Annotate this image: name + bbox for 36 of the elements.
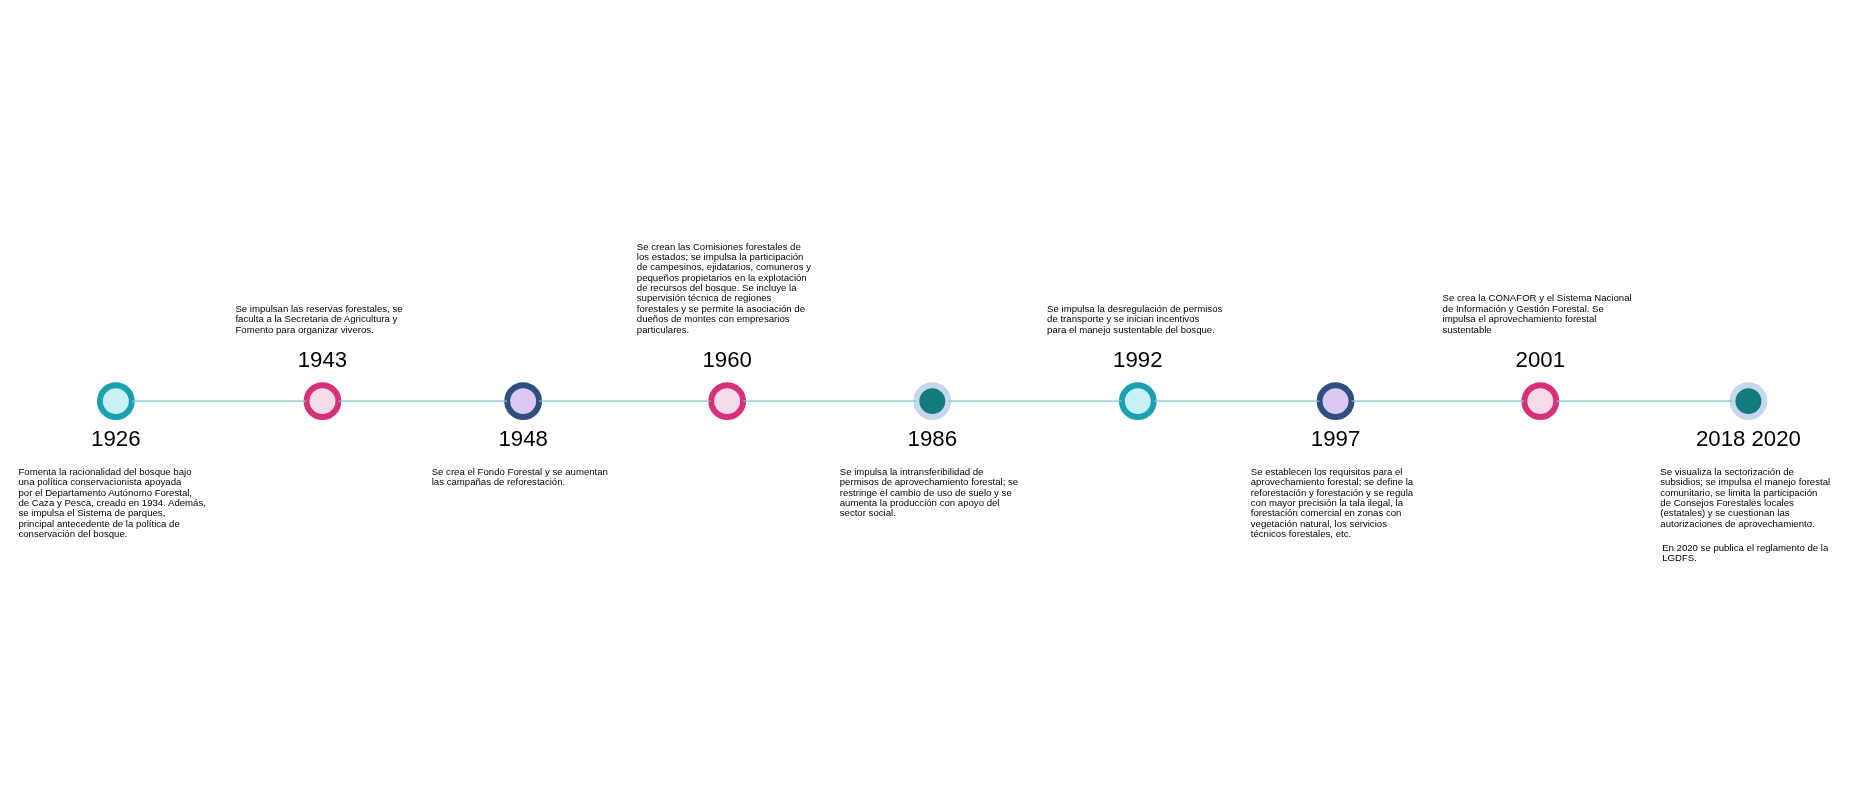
node-label: 1943 [297, 346, 348, 372]
node-label: 1997 [1310, 425, 1361, 451]
connector [1351, 400, 1525, 402]
connector [1555, 400, 1734, 402]
node-circle [913, 381, 952, 420]
node-label: 1926 [91, 425, 141, 451]
node-circle [303, 381, 342, 420]
node-circle [1316, 381, 1355, 420]
node-label: Se impulsa la intransferibilidad de permisos de aprovechamiento forestal; se restringe el cambio de uso de suelo y se aumenta la producción con apoyo del sector social. [839, 465, 1019, 518]
connector [538, 400, 712, 402]
node-label: Se impulsa la desregulación de permisos de transporte y se inician incentivos para el manejo sustentable del bosque. [1047, 302, 1223, 335]
node-label: 2001 [1515, 346, 1566, 372]
node-label: Fomenta la racionalidad del bosque bajo una política conservacionista apoyada por el Departamento Autónomo Forestal, de Caza y Pesca, creado en 1934. Además, se impulsa el Sistema de parques, principal antecedente de la política de conservación del bosque. [18, 465, 206, 539]
connector [131, 400, 307, 402]
node-label: 2018 2020 [1695, 425, 1801, 451]
node-circle [1521, 381, 1560, 420]
node-circle [1118, 381, 1157, 420]
node-label: 1992 [1113, 346, 1163, 372]
node-circle [504, 381, 543, 420]
connector [337, 400, 508, 402]
connector [947, 400, 1123, 402]
node-label: Se impulsan las reservas forestales, se faculta a la Secretaria de Agricultura y Fomento para organizar viveros. [235, 302, 403, 335]
node-label: Se visualiza la sectorización de subsidios; se impulsa el manejo forestal comunitario, se limita la participación de Consejos Forestales locales (estatales) y se cuestionan las autorizaciones de aprovechamiento. [1660, 465, 1831, 529]
node-label: Se crea la CONAFOR y el Sistema Nacional de Información y Gestión Forestal. Se impulsa el aprovechamiento forestal sustentable [1442, 291, 1632, 335]
node-label: 1986 [907, 425, 958, 451]
connector [742, 400, 917, 402]
node-label: Se crean las Comisiones forestales de los estados; se impulsa la participación de campesinos, ejidatarios, comuneros y pequeños propietarios en la explotación de recursos del bosque. Se incluye la supervisión técnica de regiones forestales y se permite la asociación de dueños de montes con empresarios particulares. [636, 240, 811, 335]
node-label: 1960 [702, 346, 752, 372]
node-label: Se crea el Fondo Forestal y se aumentan las campañas de reforestación. [431, 465, 608, 487]
connector [1153, 400, 1321, 402]
node-label: En 2020 se publica el reglamento de la LGDFS. [1662, 541, 1829, 563]
node-label: 1948 [498, 425, 548, 451]
node-label: Se establecen los requisitos para el aprovechamiento forestal; se define la reforestación y forestación y se regula con mayor precisión la tala ilegal, la forestación comercial en zonas con vegetación natural, los servicios técnicos forestales, etc. [1250, 465, 1414, 539]
node-circle [1729, 381, 1768, 420]
node-circle [96, 381, 135, 420]
node-circle [708, 381, 747, 420]
